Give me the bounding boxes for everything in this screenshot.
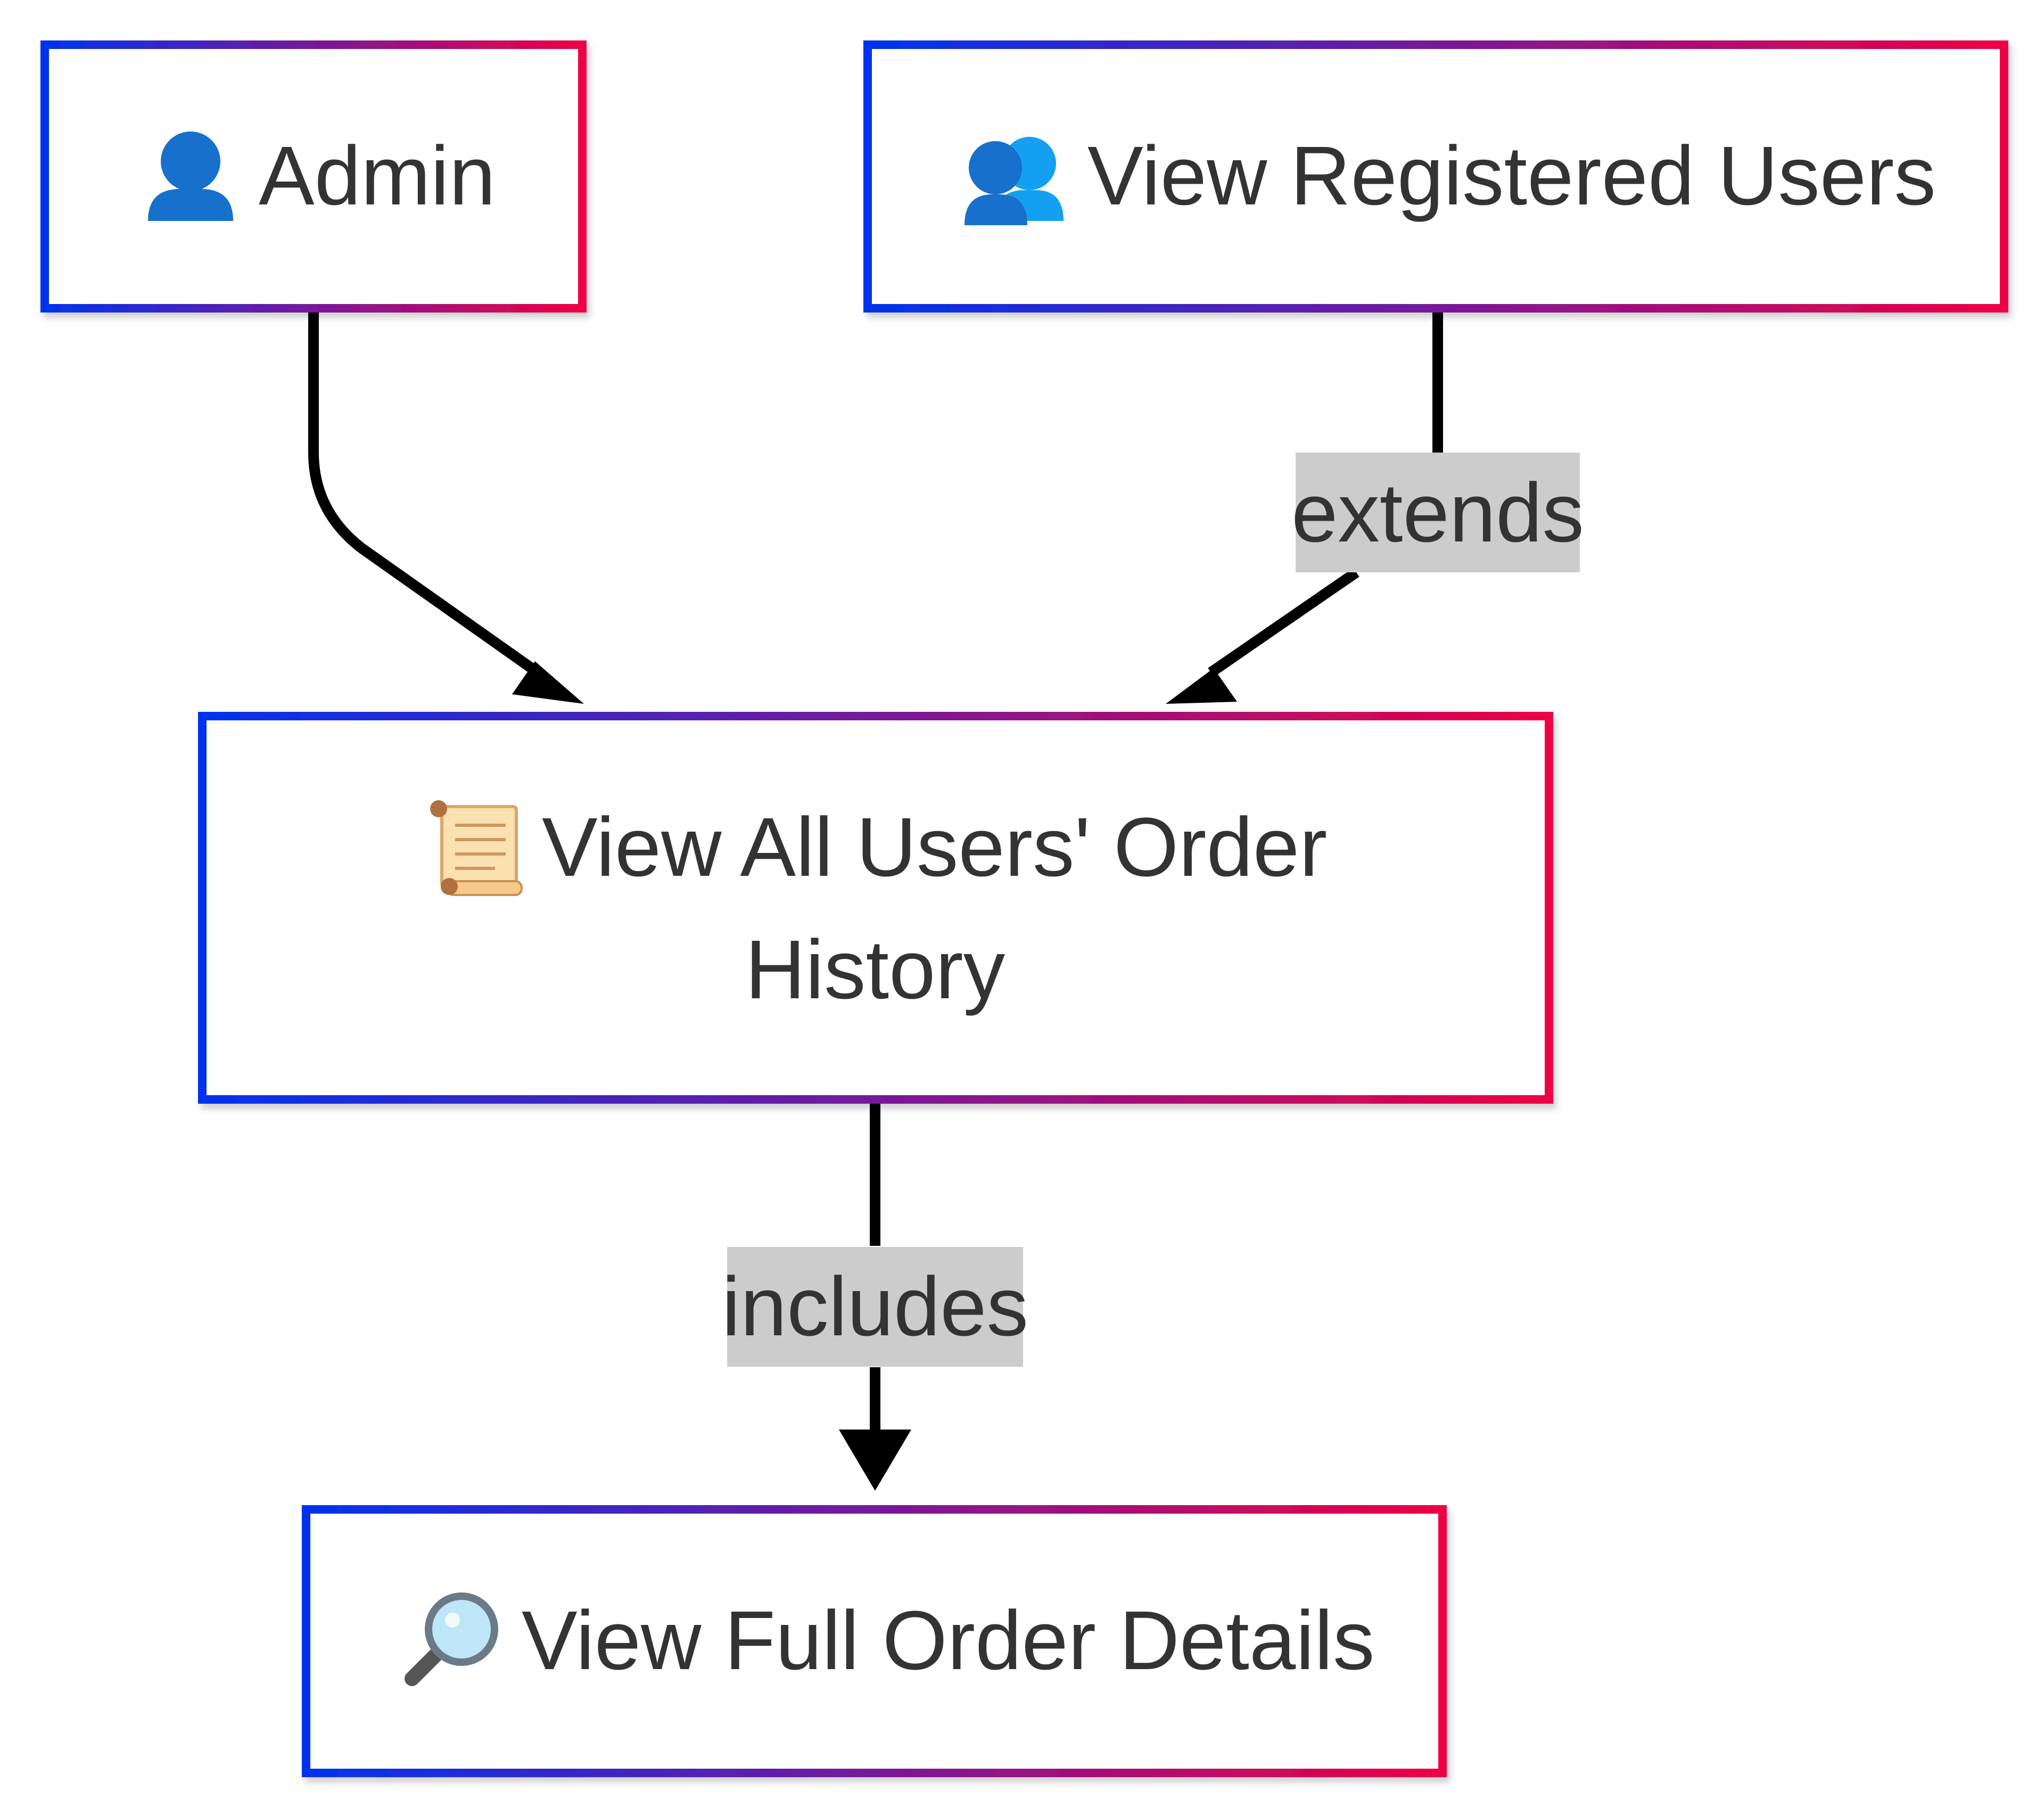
edge-label: includes (722, 1260, 1028, 1353)
edge-registered-users-to-order-history: extends (1166, 311, 1584, 704)
node-label: View Registered Users (1087, 129, 1936, 223)
node-label: Admin (259, 129, 496, 223)
edge-label: extends (1291, 466, 1584, 560)
edge-label-background (727, 1247, 1023, 1367)
magnifying-glass-icon (405, 1592, 498, 1686)
edge-label-background (1296, 453, 1580, 572)
node-label-line-2: History (745, 923, 1005, 1016)
edge-line (308, 311, 541, 677)
arrowhead-icon (1166, 668, 1237, 704)
edge-order-history-to-full-details: includes (722, 1104, 1028, 1491)
node-view-all-users-order-history-content: View All Users' Order History (430, 800, 1327, 1016)
node-label-line-1: View All Users' Order (542, 801, 1327, 894)
edge-admin-to-order-history (308, 311, 584, 704)
node-view-full-order-details-content: View Full Order Details (405, 1592, 1375, 1687)
node-view-registered-users-content: View Registered Users (965, 129, 1936, 225)
edge-label-includes: includes (722, 1247, 1028, 1367)
node-admin-content: Admin (148, 129, 496, 223)
edge-line (1208, 568, 1359, 677)
node-box (198, 712, 1553, 1104)
node-view-registered-users[interactable] (863, 40, 2008, 313)
node-label: View Full Order Details (522, 1594, 1375, 1687)
arrowhead-icon (512, 661, 584, 704)
node-box (863, 40, 2008, 313)
arrowhead-icon (839, 1430, 911, 1491)
bust-in-silhouette-icon (148, 132, 233, 221)
edge-label-extends: extends (1291, 453, 1584, 572)
busts-in-silhouette-icon (965, 137, 1064, 225)
node-admin[interactable] (40, 40, 587, 313)
node-view-all-users-order-history[interactable] (198, 712, 1553, 1104)
scroll-icon (430, 800, 523, 896)
node-box (40, 40, 587, 313)
